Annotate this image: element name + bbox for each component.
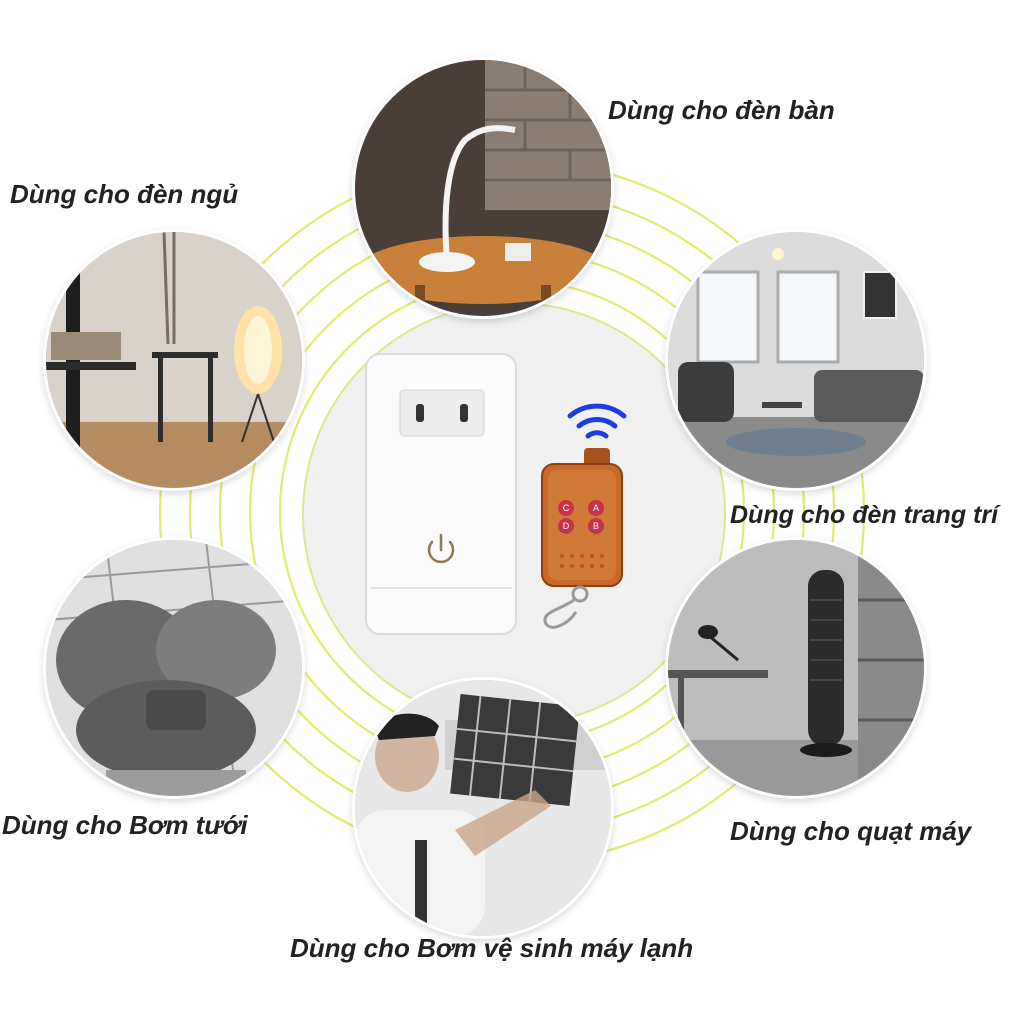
caption-decor-light: Dùng cho đèn trang trí [730, 501, 999, 529]
smart-socket [365, 353, 517, 635]
remote-control: C A D B [541, 448, 623, 587]
remote-socket-product: C A D B [365, 353, 627, 635]
photo-fan [668, 540, 924, 796]
remote-button-b: B [593, 521, 599, 531]
caption-water-pump: Dùng cho Bơm tưới [2, 810, 248, 840]
remote-button-d: D [563, 521, 570, 531]
caption-desk-lamp: Dùng cho đèn bàn [608, 95, 835, 125]
caption-fan: Dùng cho quạt máy [730, 816, 972, 846]
photo-ac-pump [355, 680, 611, 936]
caption-night-lamp: Dùng cho đèn ngủ [10, 179, 239, 209]
keychain-clip [543, 585, 589, 629]
photo-night-lamp [46, 232, 302, 488]
photo-decor-light [668, 232, 924, 488]
power-icon [427, 533, 455, 564]
remote-button-a: A [593, 503, 599, 513]
remote-button-c: C [563, 503, 570, 513]
caption-ac-pump: Dùng cho Bơm vệ sinh máy lạnh [290, 933, 694, 963]
photo-water-pump [46, 540, 302, 796]
wifi-signal-icon [567, 403, 627, 439]
photo-desk-lamp [355, 60, 611, 316]
